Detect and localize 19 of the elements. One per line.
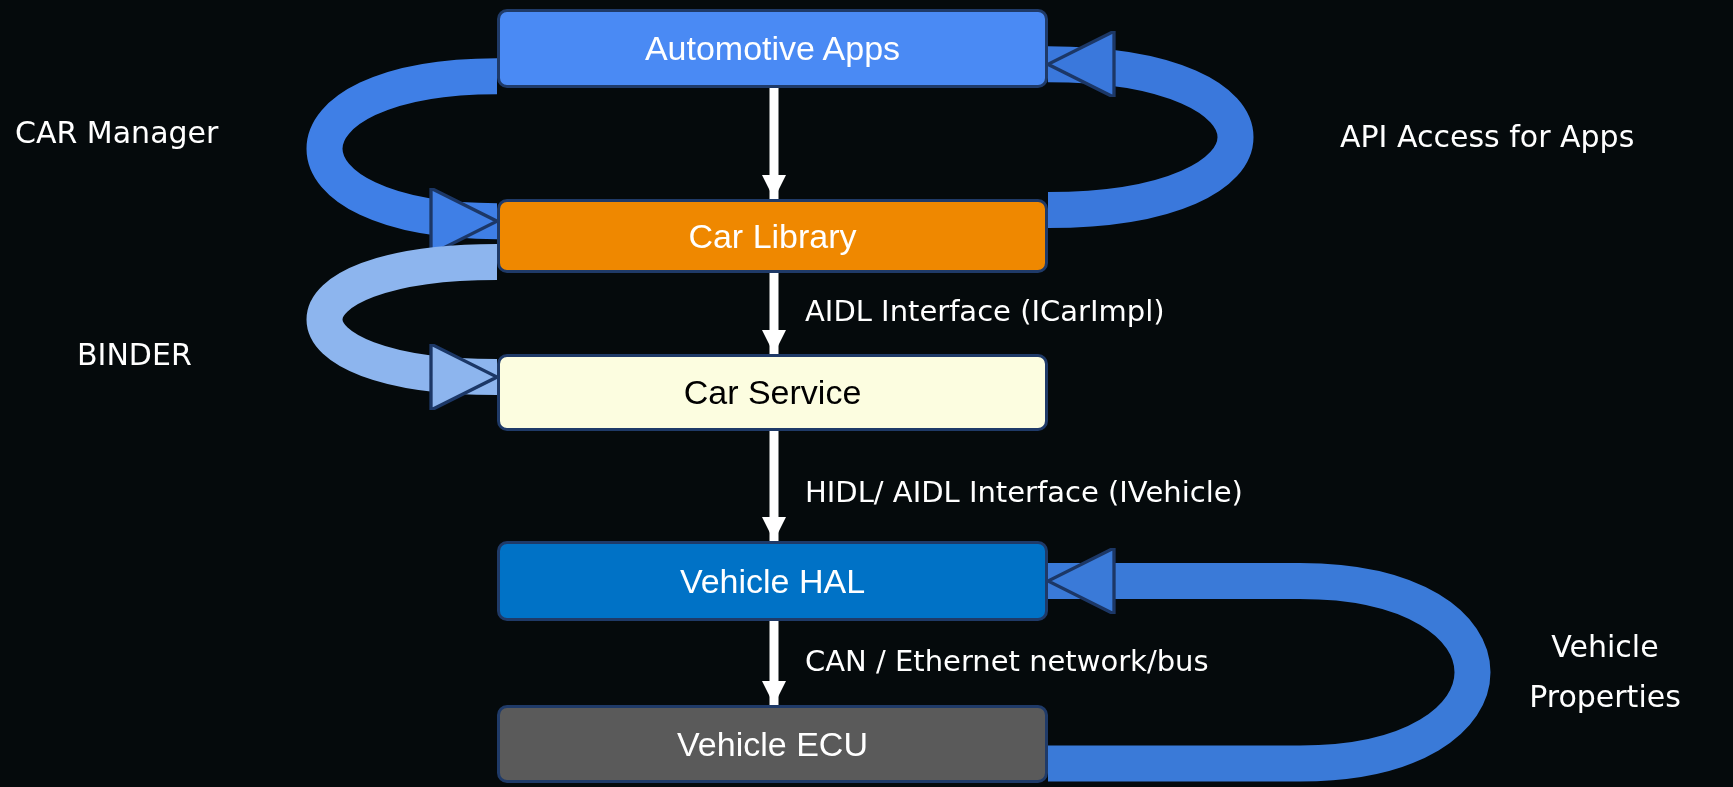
process-box	[497, 9, 1048, 88]
arrow	[762, 431, 786, 541]
box-label: Vehicle HAL	[679, 561, 866, 601]
box-label: Car Library	[688, 216, 857, 256]
process-box	[497, 354, 1048, 431]
arrow	[762, 621, 786, 705]
process-box	[497, 541, 1048, 621]
annotation-label: BINDER	[77, 336, 192, 374]
arrow	[762, 88, 786, 199]
annotation-label: API Access for Apps	[1340, 118, 1635, 156]
annotation-label: CAR Manager	[15, 114, 219, 152]
curved-arrow	[1046, 33, 1253, 229]
box-label: Car Service	[683, 373, 862, 412]
annotation-label: Vehicle Properties	[1528, 628, 1682, 716]
arrow	[762, 273, 786, 354]
box-label: Vehicle ECU	[677, 724, 868, 764]
process-box	[497, 705, 1048, 783]
box-label: Automotive Apps	[644, 29, 901, 68]
process-box	[497, 199, 1048, 273]
